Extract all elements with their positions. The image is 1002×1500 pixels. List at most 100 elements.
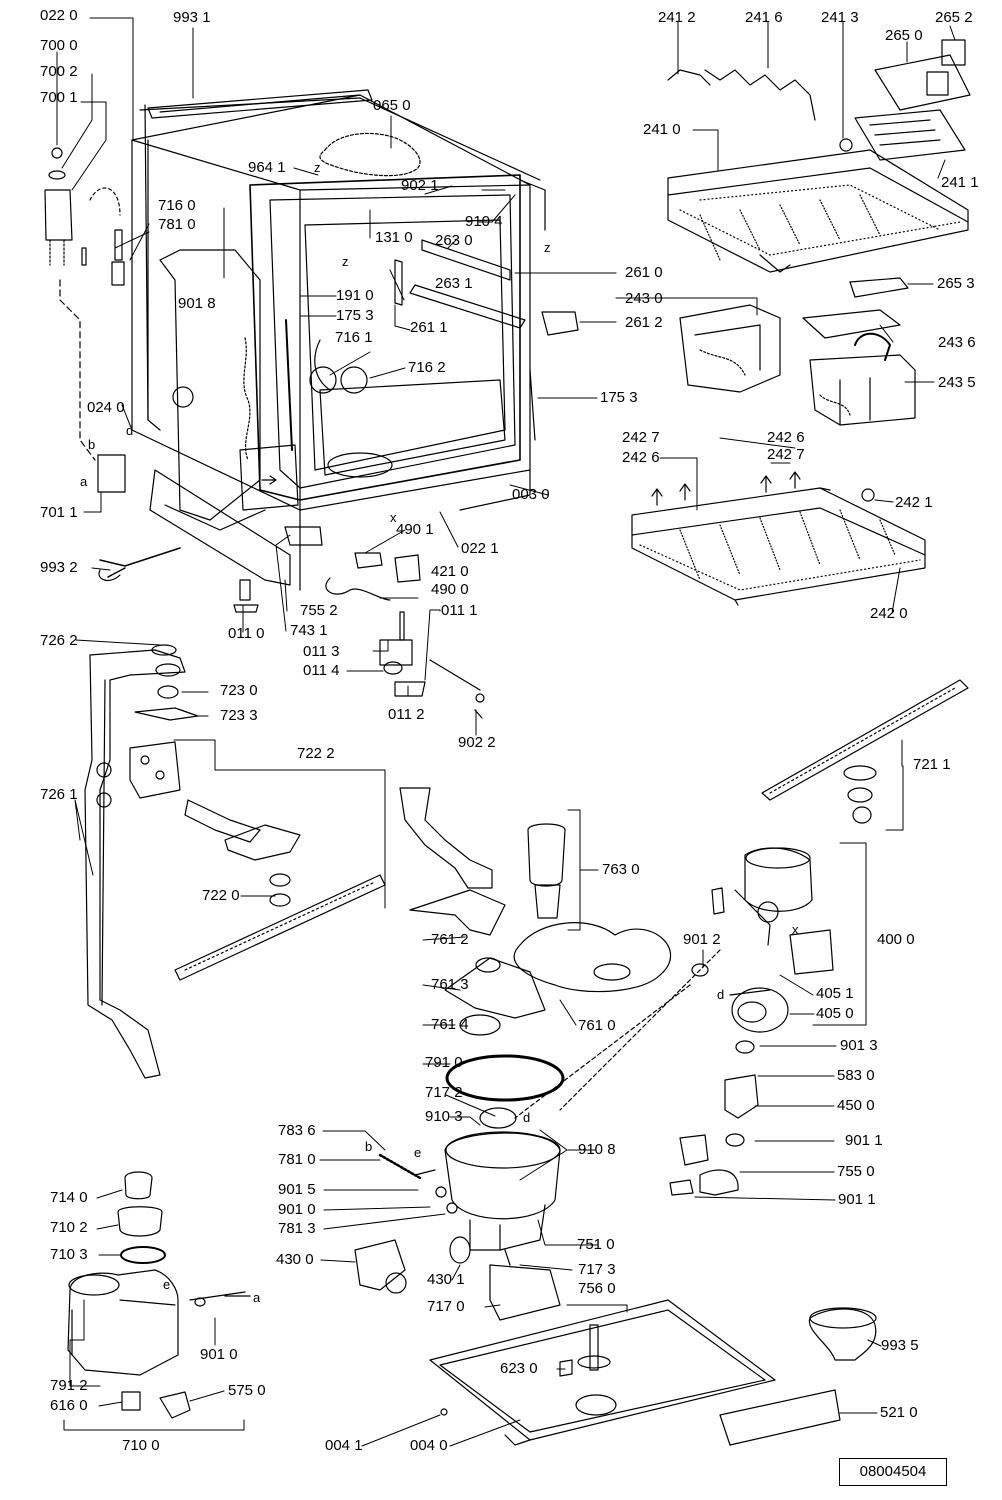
part-callout: 261 2 (625, 314, 663, 331)
part-callout: 701 1 (40, 504, 78, 521)
part-callout: 710 2 (50, 1219, 88, 1236)
part-callout: 716 1 (335, 329, 373, 346)
part-callout: 716 0 (158, 197, 196, 214)
softener-unit (68, 1172, 250, 1418)
part-callout: 242 6 (622, 449, 660, 466)
part-callout: 242 7 (767, 446, 805, 463)
reference-letter: z (544, 240, 551, 255)
part-callout: 011 0 (228, 625, 265, 642)
part-callout: 004 0 (410, 1437, 448, 1454)
part-callout: 022 1 (461, 540, 499, 557)
part-callout: 265 3 (937, 275, 975, 292)
arrow-up-icon (680, 484, 690, 500)
part-callout: 242 7 (622, 429, 660, 446)
part-callout: 241 2 (658, 9, 696, 26)
lower-rack (632, 488, 925, 605)
spray-arm-lower (762, 680, 968, 823)
part-callout: 791 2 (50, 1377, 88, 1394)
part-callout: 761 0 (578, 1017, 616, 1034)
part-callout: 405 0 (816, 1005, 854, 1022)
part-callout: 243 5 (938, 374, 976, 391)
part-callout: 242 6 (767, 429, 805, 446)
reference-letter: a (80, 474, 88, 489)
part-callout: 024 0 (87, 399, 125, 416)
part-callout: 003 0 (512, 486, 550, 503)
part-callout: 902 2 (458, 734, 496, 751)
tub-cabinet (132, 95, 545, 590)
part-callout: 761 3 (431, 976, 469, 993)
part-callout: 993 2 (40, 559, 78, 576)
part-callout: 781 0 (158, 216, 196, 233)
part-callout: 004 1 (325, 1437, 363, 1454)
reference-letter: e (163, 1277, 171, 1292)
part-callout: 901 3 (840, 1037, 878, 1054)
part-callout: 743 1 (290, 622, 328, 639)
part-callout: 191 0 (336, 287, 374, 304)
part-callout: 175 3 (336, 307, 374, 324)
part-callout: 263 1 (435, 275, 473, 292)
top-strip-part (148, 90, 372, 118)
reference-letter: x (390, 510, 397, 525)
upper-rack (668, 40, 970, 297)
reference-letter: e (414, 1145, 422, 1160)
part-callout: 791 0 (425, 1054, 463, 1071)
part-callout: 716 2 (408, 359, 446, 376)
part-callout: 430 0 (276, 1251, 314, 1268)
arrow-up-icon (652, 489, 662, 505)
part-callout: 575 0 (228, 1382, 266, 1399)
part-callout: 243 0 (625, 290, 663, 307)
part-callout: 993 1 (173, 9, 211, 26)
reference-letter: x (792, 922, 799, 937)
part-callout: 011 4 (303, 662, 340, 679)
part-callout: 717 2 (425, 1084, 463, 1101)
part-callout: 265 0 (885, 27, 923, 44)
arrow-up-icon (790, 472, 800, 488)
part-callout: 710 0 (122, 1437, 160, 1454)
part-callout: 241 1 (941, 174, 979, 191)
reference-letter: z (342, 254, 349, 269)
part-callout: 261 0 (625, 264, 663, 281)
part-callout: 714 0 (50, 1189, 88, 1206)
part-callout: 781 3 (278, 1220, 316, 1237)
part-callout: 901 2 (683, 931, 721, 948)
part-callout: 700 1 (40, 89, 78, 106)
part-callout: 430 1 (427, 1271, 465, 1288)
part-callout: 761 4 (431, 1016, 469, 1033)
part-callout: 241 0 (643, 121, 681, 138)
part-callout: 583 0 (837, 1067, 875, 1084)
part-callout: 755 0 (837, 1163, 875, 1180)
part-callout: 756 0 (578, 1280, 616, 1297)
part-callout: 450 0 (837, 1097, 875, 1114)
part-callout: 241 3 (821, 9, 859, 26)
part-callout: 490 0 (431, 581, 469, 598)
part-callout: 755 2 (300, 602, 338, 619)
seal-part (320, 133, 420, 175)
part-callout: 521 0 (880, 1404, 918, 1421)
base-tray (430, 1300, 876, 1445)
part-callout: 722 2 (297, 745, 335, 762)
part-callout: 616 0 (50, 1397, 88, 1414)
part-callout: 901 1 (845, 1132, 883, 1149)
part-callout: 623 0 (500, 1360, 538, 1377)
part-callout: 901 5 (278, 1181, 316, 1198)
reference-letter: z (314, 160, 321, 175)
part-callout: 243 6 (938, 334, 976, 351)
part-callout: 241 6 (745, 9, 783, 26)
part-callout: 751 0 (577, 1236, 615, 1253)
inlet-parts (45, 148, 180, 580)
part-callout: 910 8 (578, 1141, 616, 1158)
rail-parts (395, 240, 578, 335)
sump-assembly (355, 788, 671, 1320)
part-callout: 700 2 (40, 63, 78, 80)
part-callout: 421 0 (431, 563, 469, 580)
part-callout: 910 4 (465, 213, 503, 230)
part-callout: 993 5 (881, 1337, 919, 1354)
arrow-icons (262, 472, 800, 505)
part-callout: 901 8 (178, 295, 216, 312)
part-callout: 175 3 (600, 389, 638, 406)
part-callout: 717 3 (578, 1261, 616, 1278)
circulation-pump (515, 848, 833, 1195)
part-callout: 763 0 (602, 861, 640, 878)
